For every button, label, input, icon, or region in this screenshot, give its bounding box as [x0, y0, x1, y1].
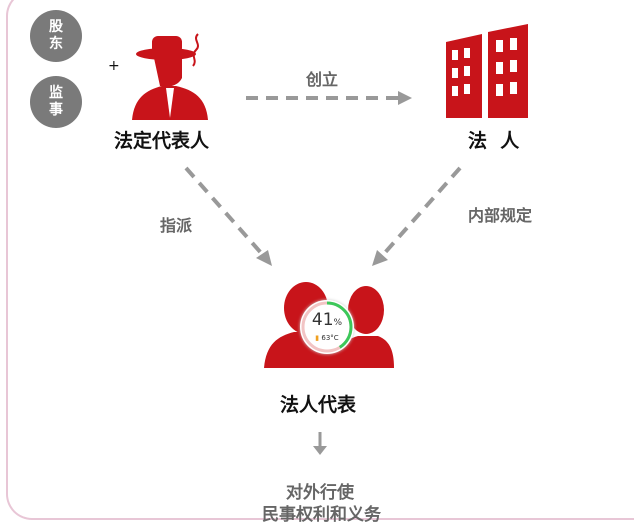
plus-sign: +	[108, 58, 120, 74]
gauge-value: 41%	[300, 310, 354, 330]
gauge-temp: ▮ 63°C	[300, 334, 354, 342]
temp-text: 63°C	[321, 334, 339, 342]
circle-text: 股	[49, 19, 63, 35]
result-line-2: 民事权利和义务	[262, 505, 381, 525]
gauge-progress-arc	[301, 301, 353, 353]
result-line-1: 对外行使	[286, 483, 354, 503]
circle-text: 东	[49, 36, 63, 52]
appoint-label: 指派	[160, 216, 193, 235]
cpu-gauge-widget[interactable]: 41% ▮ 63°C	[300, 300, 354, 354]
rules-arrowhead	[372, 250, 388, 266]
appoint-arrowhead	[256, 250, 272, 266]
circle-text: 监	[49, 85, 63, 101]
circle-text: 事	[49, 102, 63, 118]
establish-arrowhead	[398, 91, 412, 105]
establish-label: 创立	[306, 70, 339, 89]
man-with-hat-icon	[132, 33, 208, 120]
appoint-arrow	[184, 166, 264, 256]
rules-arrow	[380, 166, 462, 258]
legal-person-label: 法 人	[468, 130, 520, 152]
legal-rep-label: 法定代表人	[114, 130, 210, 152]
thermometer-icon: ▮	[315, 334, 320, 342]
down-arrowhead	[313, 446, 327, 455]
gauge-unit: %	[333, 318, 343, 328]
supervisor-circle: 监事	[30, 76, 82, 128]
gauge-percent: 41	[311, 310, 334, 330]
internal-rules-label: 内部规定	[468, 206, 533, 225]
shareholder-circle: 股东	[30, 10, 82, 62]
pink-frame	[6, 0, 634, 520]
building-icon	[446, 24, 528, 118]
rep-of-legal-person-label: 法人代表	[280, 394, 357, 416]
gauge-ring	[301, 301, 353, 353]
